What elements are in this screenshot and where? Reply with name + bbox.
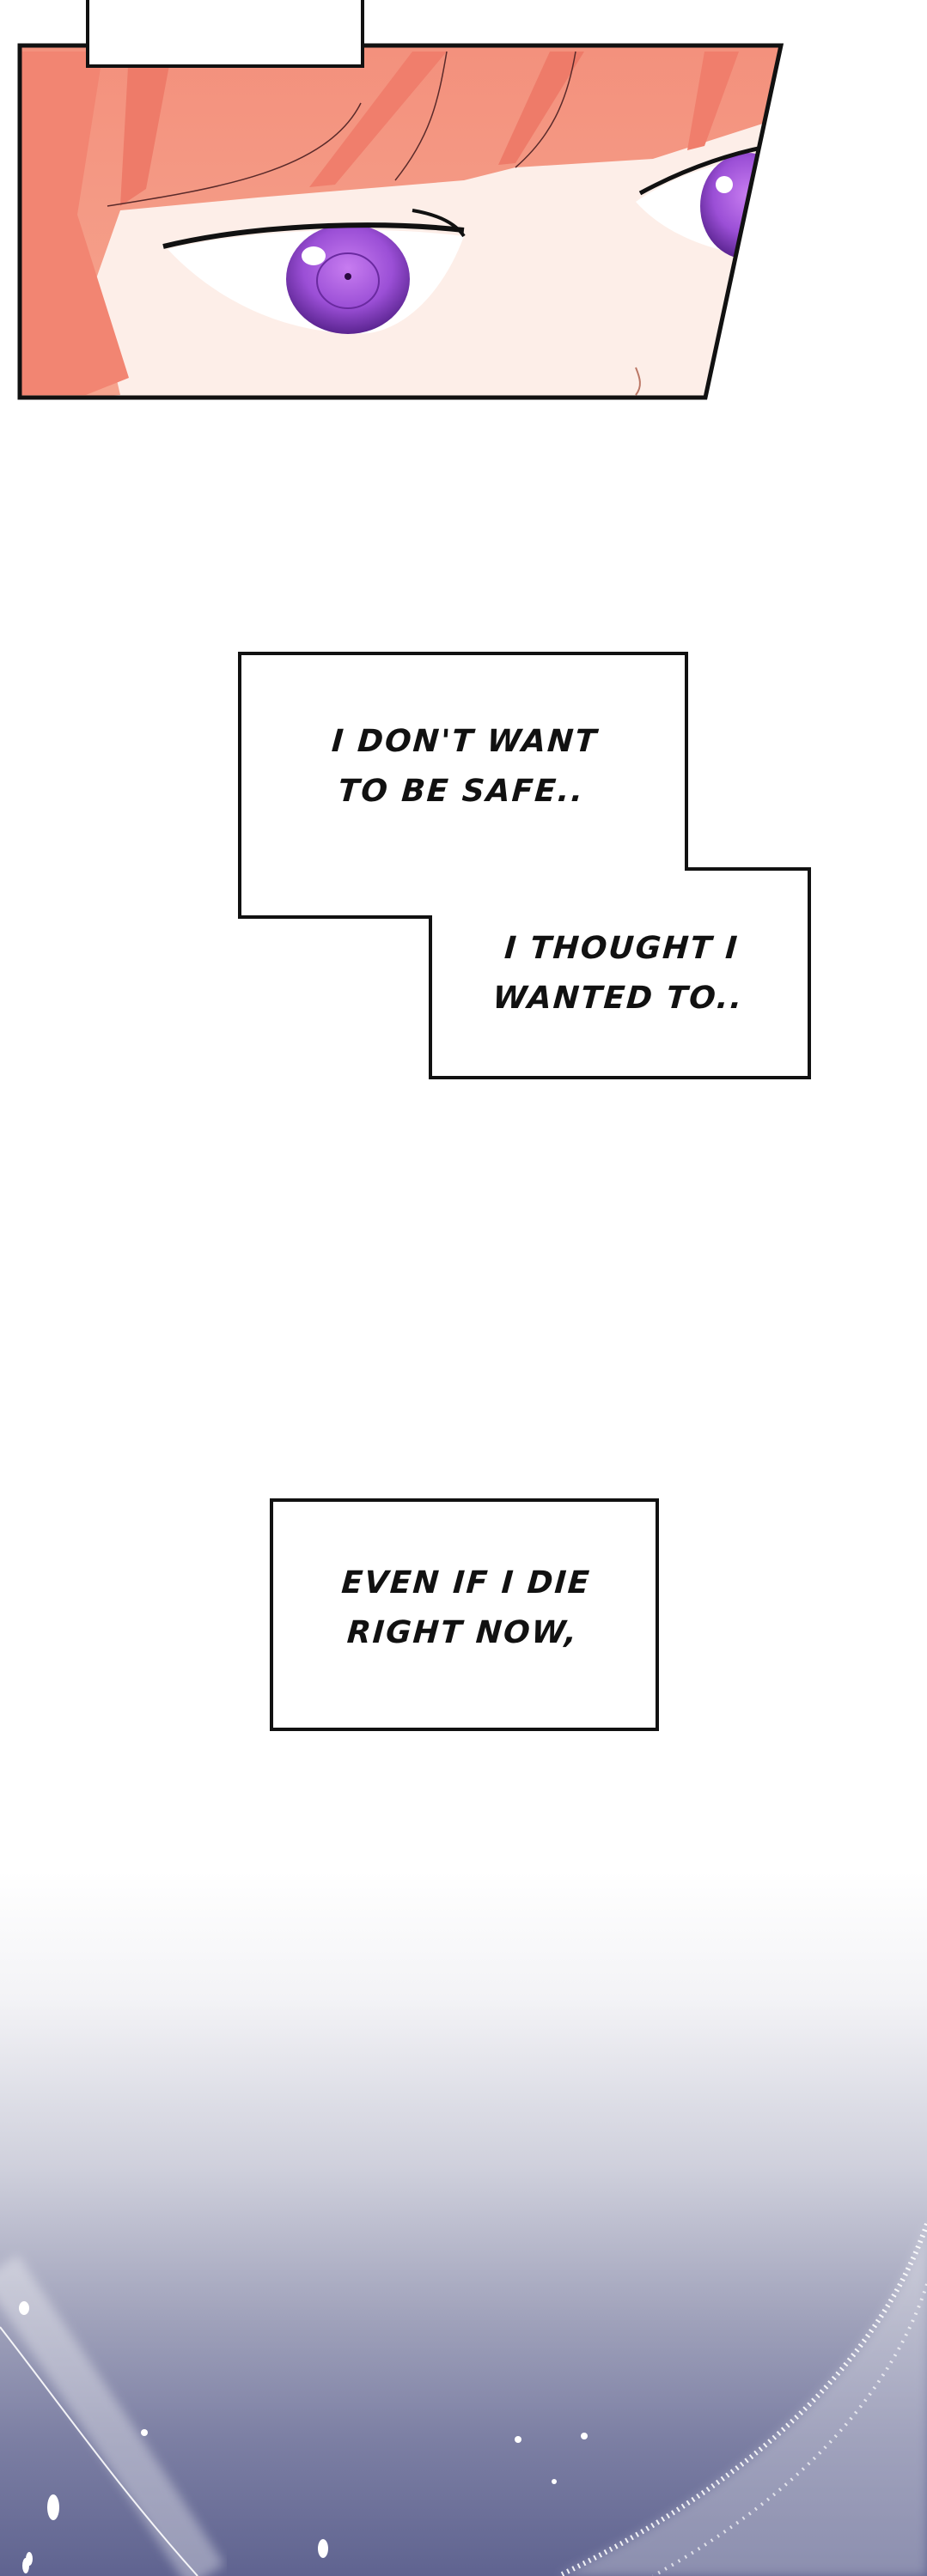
caption-box-2: I THOUGHT I WANTED TO.. — [427, 924, 813, 1024]
eyes-closeup-panel — [17, 0, 784, 400]
caption-box-3-frame — [270, 1498, 659, 1731]
caption-line: RIGHT NOW, — [345, 1615, 580, 1650]
empty-caption-box — [86, 0, 364, 68]
caption-line: I THOUGHT I — [503, 931, 741, 966]
hair — [20, 46, 781, 398]
caption-box-outline — [238, 652, 811, 1079]
sparkle-arcs — [0, 2223, 927, 2576]
caption-box-1: I DON'T WANT TO BE SAFE.. — [236, 717, 690, 817]
snow-specks — [19, 2301, 588, 2573]
left-eye — [162, 209, 466, 334]
caption-line: TO BE SAFE.. — [337, 774, 586, 809]
caption-box-3: EVEN IF I DIE RIGHT NOW, — [266, 1558, 662, 1658]
caption-line: I DON'T WANT — [330, 724, 600, 759]
caption-line: WANTED TO.. — [491, 981, 745, 1016]
caption-line: EVEN IF I DIE — [340, 1565, 593, 1601]
